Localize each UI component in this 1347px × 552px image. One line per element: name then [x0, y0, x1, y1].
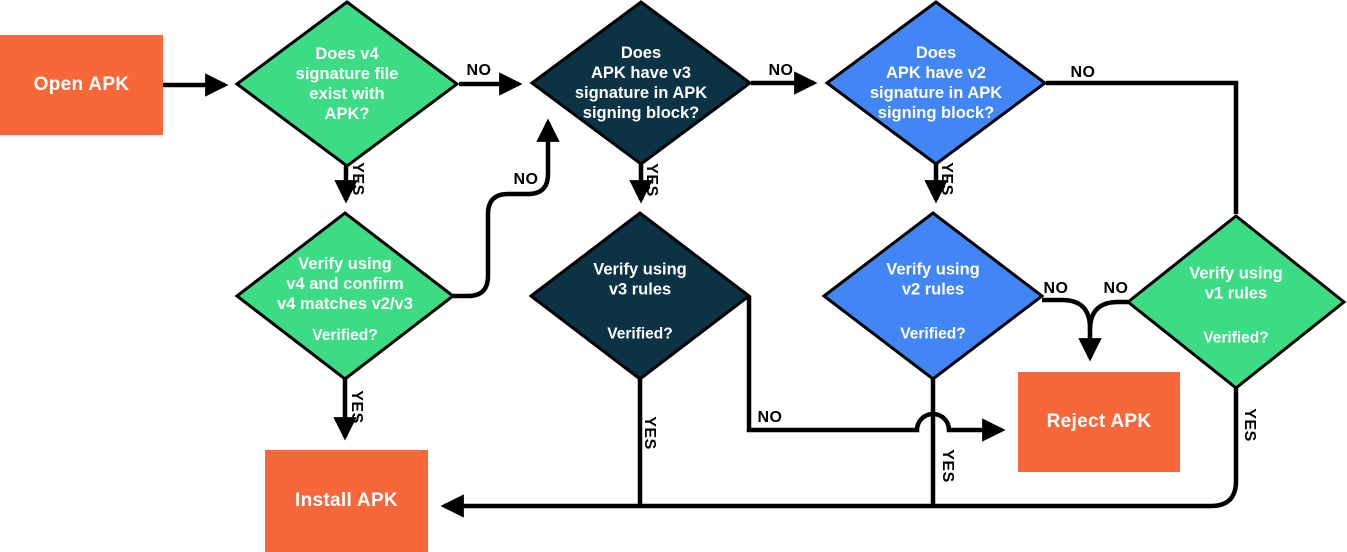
- edge-v2verify-no-to-reject: [1042, 297, 1102, 362]
- edge-v4verify-no-to-v3block: [453, 118, 560, 299]
- diamond-v4-verify: [234, 211, 456, 381]
- diamond-v4-exists: [234, 0, 460, 168]
- node-reject-apk: Reject APK: [1018, 372, 1180, 472]
- edge-v1verify-yes-to-install: [440, 388, 1239, 518]
- diamond-v2-block: [824, 0, 1048, 166]
- node-install-apk: Install APK: [265, 450, 428, 552]
- diamond-v2-verify: [821, 211, 1045, 381]
- edge-v2block-no-to-v1verify: [1046, 80, 1239, 214]
- diamond-v3-block: [529, 0, 753, 166]
- edge-v1verify-no-to-reject: [1087, 299, 1128, 331]
- diamond-v3-verify: [528, 211, 752, 381]
- diamond-v1-verify: [1125, 214, 1347, 390]
- node-open-apk-label: Open APK: [33, 74, 130, 95]
- node-reject-apk-label: Reject APK: [1046, 411, 1152, 432]
- node-open-apk: Open APK: [0, 35, 163, 135]
- node-install-apk-label: Install APK: [295, 490, 398, 511]
